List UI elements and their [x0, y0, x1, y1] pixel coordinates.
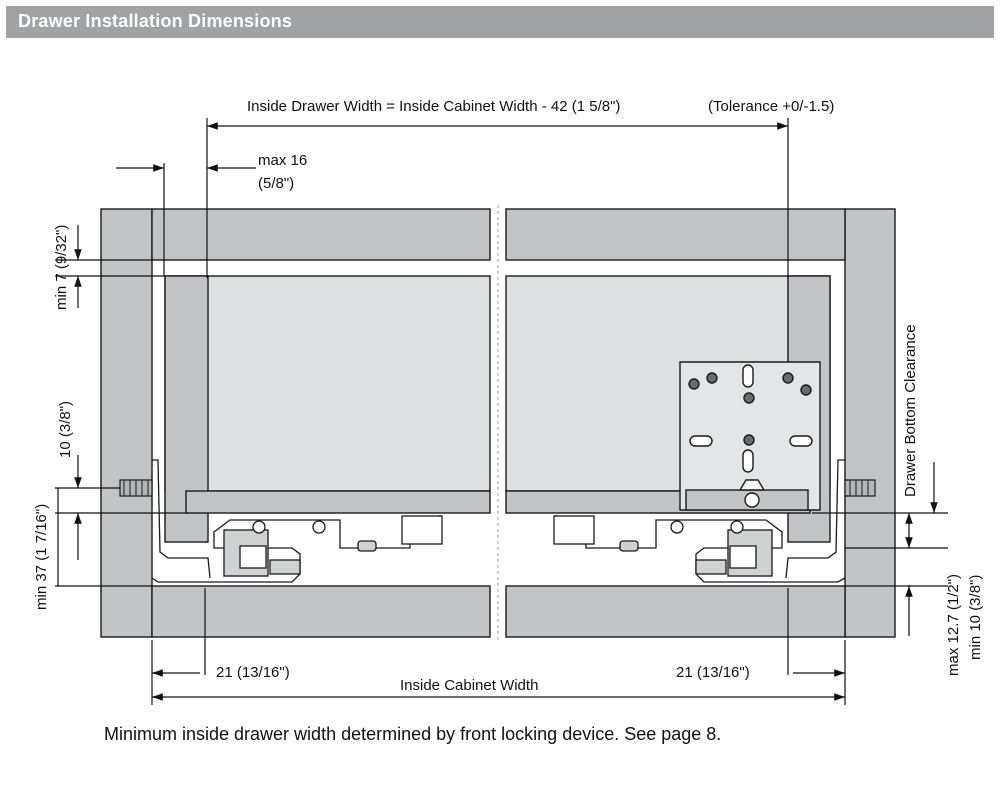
bracket-clip	[738, 479, 766, 491]
label-tolerance: (Tolerance +0/-1.5)	[708, 98, 834, 115]
bracket-adjuster	[744, 492, 760, 508]
bracket-slot-top	[742, 364, 754, 388]
bracket-hole-4	[800, 384, 812, 396]
runner-left-latch	[357, 540, 377, 552]
runner-right-lock	[553, 515, 595, 545]
runner-right	[553, 459, 846, 583]
label-inside-cabinet-width: Inside Cabinet Width	[400, 677, 538, 694]
wall-screw-right	[844, 479, 876, 497]
runner-left-lock	[401, 515, 443, 545]
label-drawer-bottom-clearance: Drawer Bottom Clearance	[902, 324, 919, 497]
drawer-bottom-left	[185, 490, 491, 514]
runner-right-roller	[729, 545, 757, 569]
runner-right-latch	[619, 540, 639, 552]
cabinet-bottom-panel-right	[505, 585, 846, 638]
label-21-left: 21 (13/16")	[216, 664, 290, 681]
cabinet-left-half	[100, 208, 491, 638]
label-max127: max 12.7 (1/2")	[945, 574, 962, 676]
bracket-hole-6	[743, 434, 755, 446]
cabinet-left-side-panel	[100, 208, 153, 638]
header-bar: Drawer Installation Dimensions	[6, 6, 994, 38]
drawer-face-left	[164, 275, 491, 492]
label-min37: min 37 (1 7/16")	[33, 504, 50, 610]
label-21-right: 21 (13/16")	[676, 664, 750, 681]
footnote: Minimum inside drawer width determined b…	[104, 724, 722, 744]
runner-right-screw-1	[670, 520, 684, 534]
runner-right-screw-2	[730, 520, 744, 534]
label-inside-drawer-width: Inside Drawer Width = Inside Cabinet Wid…	[247, 98, 620, 115]
runner-right-clip	[695, 559, 727, 575]
bracket-hole-3	[782, 372, 794, 384]
runner-left-screw-2	[312, 520, 326, 534]
bracket-slot-left	[689, 435, 713, 447]
front-locking-bracket	[679, 361, 821, 511]
label-min7: min 7 (9/32")	[53, 225, 70, 310]
cabinet-bottom-panel-left	[151, 585, 491, 638]
cabinet-right-side-panel	[844, 208, 896, 638]
cabinet-top-panel-left	[151, 208, 491, 261]
label-max16-line1: max 16	[258, 152, 307, 169]
bracket-slot-bottom	[742, 449, 754, 473]
cabinet-top-panel-right	[505, 208, 846, 261]
bracket-hole-2	[706, 372, 718, 384]
label-max16-line2: (5/8")	[258, 175, 294, 192]
bracket-hole-5	[743, 392, 755, 404]
runner-left	[151, 459, 443, 583]
bracket-slot-right	[789, 435, 813, 447]
bracket-hole-1	[688, 378, 700, 390]
runner-left-screw-1	[252, 520, 266, 534]
drawer-left-half	[164, 275, 491, 543]
runner-left-clip	[269, 559, 301, 575]
wall-screw-left	[119, 479, 153, 497]
page-title: Drawer Installation Dimensions	[18, 11, 293, 31]
runner-left-roller	[239, 545, 267, 569]
label-ten-38: 10 (3/8")	[57, 401, 74, 458]
label-min10: min 10 (3/8")	[967, 575, 984, 660]
